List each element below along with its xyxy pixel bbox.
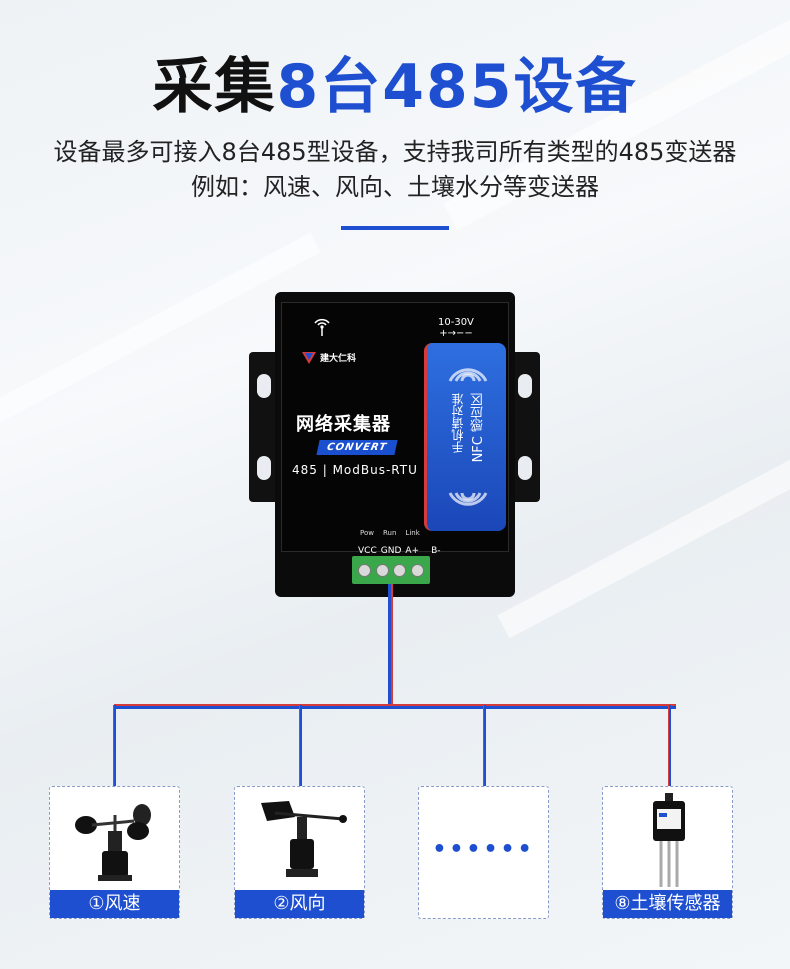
antenna-icon <box>314 318 330 336</box>
sensor-card-soil[interactable]: ⑧土壤传感器 <box>602 786 733 919</box>
title-black: 采集 <box>152 52 277 122</box>
title-blue: 8台485设备 <box>276 52 638 122</box>
main-wire <box>388 584 391 708</box>
sensor-card-wind-speed[interactable]: ①风速 <box>49 786 180 919</box>
screw-icon <box>375 563 389 577</box>
sensor-label-wind-direction: ②风向 <box>235 890 364 918</box>
led-pow: Pow <box>360 529 374 537</box>
bus-wire <box>114 704 676 706</box>
subtitle-line-1: 设备最多可接入8台485型设备，支持我司所有类型的485变送器 <box>53 138 737 166</box>
nfc-sensing-area[interactable]: 手机请对准 NFC 感应区 <box>424 343 506 531</box>
nfc-instruction: 手机请对准 <box>451 393 465 453</box>
main-wire <box>391 584 393 708</box>
soil-sensor-icon <box>653 793 685 887</box>
sensor-label-soil: ⑧土壤传感器 <box>603 890 732 918</box>
pin-gnd: GND <box>380 546 402 556</box>
nfc-waves-icon <box>448 368 488 382</box>
title-underline <box>341 226 449 230</box>
wind-vane-icon <box>261 801 347 877</box>
brand-name: 建大仁科 <box>320 354 357 364</box>
led-link: Link <box>405 529 420 537</box>
drop-wire <box>299 705 302 787</box>
polarity-symbols: +→−− <box>439 328 473 339</box>
anemometer-icon <box>75 804 151 881</box>
brand-mark-icon <box>302 351 316 364</box>
bus-wire <box>114 706 676 709</box>
sensor-label-wind-speed: ①风速 <box>50 890 179 918</box>
nfc-waves-icon <box>448 492 488 506</box>
pin-labels: VCC GND A+ B- <box>358 546 441 556</box>
led-run: Run <box>382 529 397 537</box>
voltage-label: 10-30V +→−− <box>438 317 474 339</box>
screw-icon <box>393 563 407 577</box>
background-streak <box>497 427 790 639</box>
sensor-card-wind-direction[interactable]: ②风向 <box>234 786 365 919</box>
drop-wire <box>113 705 116 787</box>
device-face: 建大仁科 10-30V +→−− 网络采集器 CONVERT 485 | Mod… <box>281 302 509 556</box>
screw-icon <box>410 563 424 577</box>
mounting-ear-left <box>249 352 279 502</box>
pin-vcc: VCC <box>358 546 377 556</box>
device-name: 网络采集器 <box>296 414 391 435</box>
mounting-ear-right <box>510 352 540 502</box>
device-protocol: 485 | ModBus-RTU <box>292 463 418 477</box>
convert-badge: CONVERT <box>316 440 398 455</box>
drop-wire <box>668 705 671 787</box>
voltage-value: 10-30V <box>438 317 474 328</box>
status-led-labels: Pow Run Link <box>360 529 420 537</box>
subtitle-line-2: 例如：风速、风向、土壤水分等变送器 <box>191 173 599 201</box>
network-collector-device: 建大仁科 10-30V +→−− 网络采集器 CONVERT 485 | Mod… <box>275 292 515 597</box>
screw-icon <box>358 563 372 577</box>
pin-b: B- <box>431 546 441 556</box>
sensor-card-more[interactable]: •••••• <box>418 786 549 919</box>
brand-logo: 建大仁科 <box>302 351 356 364</box>
page-title: 采集8台485设备 <box>0 52 790 122</box>
nfc-area-label: NFC 感应区 <box>471 393 486 463</box>
more-dots-icon: •••••• <box>432 837 535 862</box>
pin-a: A+ <box>405 546 420 556</box>
terminal-block <box>352 556 430 584</box>
drop-wire <box>483 705 486 787</box>
